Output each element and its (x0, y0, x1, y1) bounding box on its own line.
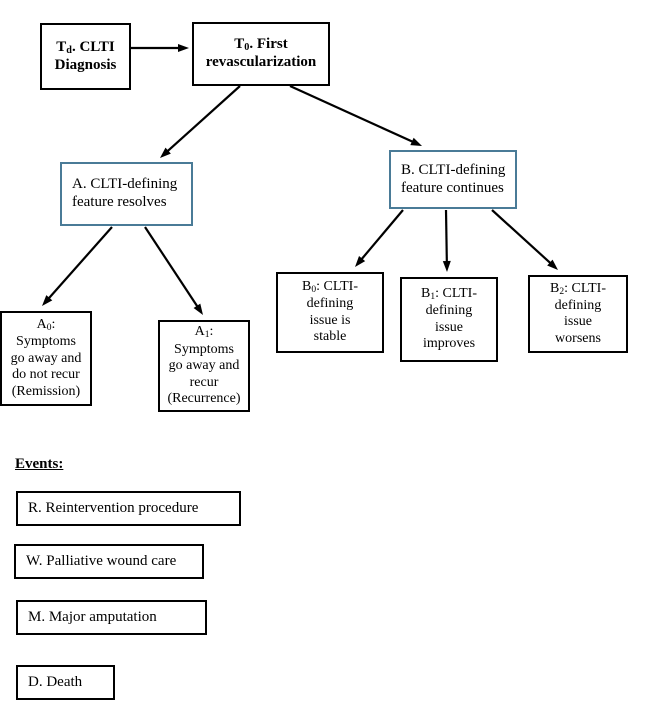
event-box-death: D. Death (16, 665, 115, 700)
arrow-t0-to-a-shaft (165, 85, 241, 153)
arrow-td-to-t0 (131, 44, 189, 52)
arrow-a-to-a0 (42, 226, 113, 306)
arrow-t0-to-a-head (160, 147, 171, 158)
event-box-reintervention: R. Reintervention procedure (16, 491, 241, 526)
arrow-b-to-b1 (442, 209, 451, 272)
event-box-palliative-wound-care: W. Palliative wound care (14, 544, 204, 579)
arrow-t0-to-b (289, 84, 422, 146)
arrow-a-to-a1 (144, 226, 203, 315)
subscript: 2 (559, 286, 565, 297)
subscript: 0 (244, 42, 250, 54)
event-box-palliative-wound-care-label: W. Palliative wound care (26, 552, 177, 569)
arrow-b-to-b0-shaft (359, 209, 404, 261)
arrow-b-to-b0 (355, 209, 404, 267)
arrow-t0-to-a (160, 85, 241, 158)
event-box-major-amputation: M. Major amputation (16, 600, 207, 635)
subscript: d (66, 44, 72, 56)
arrow-b-to-b2-shaft (491, 209, 553, 265)
arrow-b-to-b0-head (355, 256, 366, 267)
arrow-b-to-b2-head (547, 259, 558, 270)
subscript: 0 (46, 322, 52, 333)
arrow-b-to-b1-shaft (444, 209, 448, 264)
event-box-reintervention-label: R. Reintervention procedure (28, 499, 199, 516)
subscript: 1 (430, 292, 436, 303)
arrow-t0-to-b-shaft (289, 84, 415, 144)
arrow-b-to-b1-head (442, 260, 451, 272)
events-heading: Events: (15, 456, 64, 472)
subscript: 0 (311, 285, 317, 296)
arrow-t0-to-b-head (410, 137, 422, 146)
arrow-a-to-a1-shaft (144, 226, 199, 309)
arrow-a-to-a0-head (42, 295, 53, 306)
arrow-a-to-a0-shaft (47, 226, 113, 300)
event-box-major-amputation-label: M. Major amputation (28, 608, 157, 625)
arrow-td-to-t0-head (178, 44, 189, 52)
arrow-a-to-a1-head (193, 303, 203, 315)
event-box-death-label: D. Death (28, 673, 83, 690)
subscript: 1 (204, 330, 210, 341)
arrow-b-to-b2 (491, 209, 558, 270)
